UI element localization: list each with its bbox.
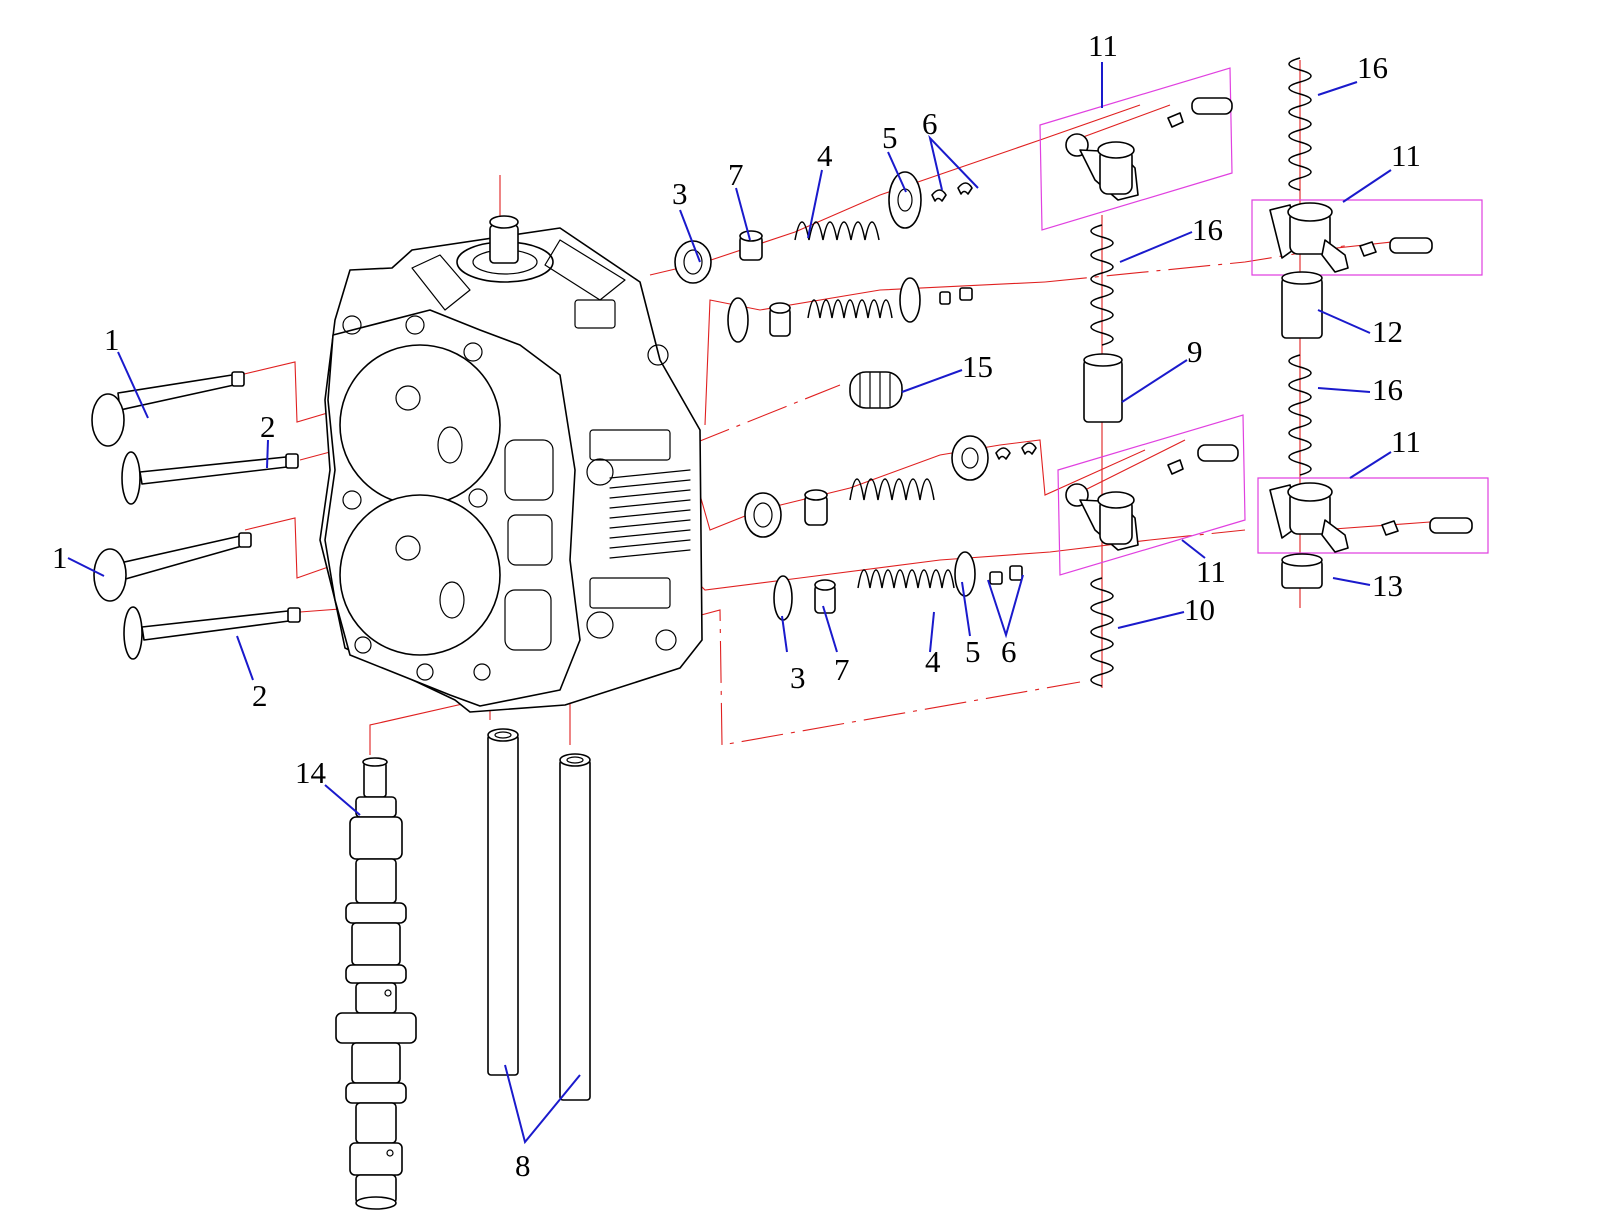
spring-10 xyxy=(1090,577,1114,687)
callout-11: 11 xyxy=(1391,424,1421,459)
rocker-arm-upper-right xyxy=(1269,202,1433,273)
callout-6: 6 xyxy=(1001,634,1017,669)
callout-labels: 1 2 1 2 3 7 4 5 6 11 16 11 16 12 15 9 16… xyxy=(52,28,1421,1183)
rocker-arm-upper-left xyxy=(1065,97,1233,201)
rocker-group-boxes xyxy=(1039,67,1489,576)
callout-1: 1 xyxy=(52,540,68,575)
exhaust-valve-lower xyxy=(123,606,301,660)
callout-10: 10 xyxy=(1184,592,1215,627)
callout-14: 14 xyxy=(295,755,327,790)
cylinder-head xyxy=(319,215,703,713)
callout-5: 5 xyxy=(965,634,981,669)
spacer-13 xyxy=(1281,553,1323,589)
spacer-12 xyxy=(1281,271,1323,339)
push-rods xyxy=(487,728,591,1101)
callout-13: 13 xyxy=(1372,568,1403,603)
callout-4: 4 xyxy=(817,138,833,173)
spacer-9 xyxy=(1083,353,1123,423)
callout-15: 15 xyxy=(962,349,993,384)
shaft-spring-16-middle xyxy=(1090,224,1114,346)
intake-valve-lower xyxy=(93,532,252,602)
callout-1: 1 xyxy=(104,322,120,357)
camshaft xyxy=(335,757,417,1210)
callout-3: 3 xyxy=(672,176,688,211)
callout-7: 7 xyxy=(834,652,850,687)
callout-16: 16 xyxy=(1372,372,1403,407)
valve-stack-top xyxy=(674,171,973,284)
callout-2: 2 xyxy=(252,678,268,713)
callout-8: 8 xyxy=(515,1148,531,1183)
leader-lines xyxy=(67,62,1392,1145)
intake-valve-upper xyxy=(91,371,245,447)
callout-11: 11 xyxy=(1088,28,1118,63)
rocker-arm-lower-left xyxy=(1065,444,1239,551)
callout-3: 3 xyxy=(790,660,806,695)
callout-4: 4 xyxy=(925,644,941,679)
callout-7: 7 xyxy=(728,157,744,192)
valve-stack-fourth xyxy=(773,551,1023,621)
callout-12: 12 xyxy=(1372,314,1403,349)
exhaust-valve-upper xyxy=(121,451,299,505)
callout-5: 5 xyxy=(882,120,898,155)
callout-9: 9 xyxy=(1187,334,1203,369)
rocker-arm-lower-right xyxy=(1269,482,1473,553)
valve-stack-second xyxy=(727,277,973,343)
callout-11: 11 xyxy=(1391,138,1421,173)
shaft-spring-16-top xyxy=(1288,57,1312,191)
valve-stack-third xyxy=(744,435,1037,538)
callout-16: 16 xyxy=(1192,212,1223,247)
callout-2: 2 xyxy=(260,409,276,444)
spring-15 xyxy=(849,371,903,409)
callout-11: 11 xyxy=(1196,554,1226,589)
shaft-spring-16-lower xyxy=(1288,354,1312,476)
callout-6: 6 xyxy=(922,106,938,141)
callout-16: 16 xyxy=(1357,50,1388,85)
